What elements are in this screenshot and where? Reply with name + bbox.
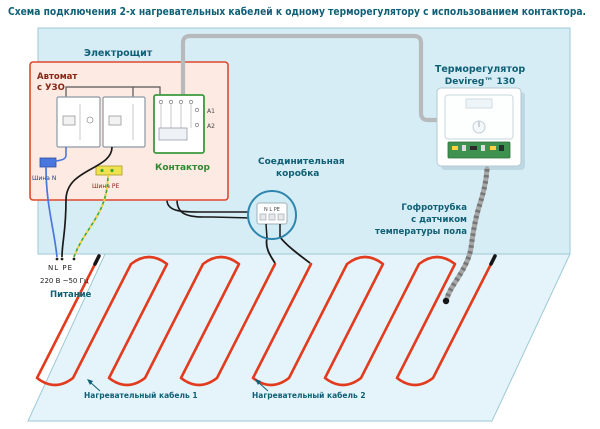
heating-cable-1-path (35, 255, 277, 387)
thermostat-name: Терморегулятор (435, 64, 526, 75)
power-label: Питание (50, 290, 92, 300)
conduit-label-1: Гофротрубка (401, 202, 467, 213)
neutral-bus (39, 157, 57, 168)
cable-2-end-seal (489, 254, 497, 266)
label-bus-n: Шина N (32, 175, 56, 182)
junction-box: N L PE (247, 190, 297, 240)
breaker-label-1: Автомат (37, 72, 77, 82)
module-to-contactor-wire (133, 86, 161, 95)
panel-title: Электрощит (84, 48, 153, 59)
rcd-body (56, 96, 101, 148)
terminal-pe (72, 257, 76, 261)
thermostat-model: Devireg™ 130 (445, 77, 515, 87)
conduit-tube (444, 166, 490, 301)
coil-terminal-a2 (194, 122, 200, 128)
module2-lever (108, 115, 122, 126)
n-feed-wire (45, 166, 58, 258)
label-bus-pe: Шина PE (92, 183, 119, 190)
thermostat (436, 87, 525, 170)
cable-1-arrow-line (89, 381, 101, 392)
module2-body (102, 96, 146, 148)
pe-bus (95, 165, 123, 176)
module-top-wiring (65, 86, 134, 97)
cable-2-label: Нагревательный кабель 2 (252, 391, 366, 400)
label-a1: A1 (207, 108, 215, 115)
rcd-test-button (86, 116, 94, 124)
rcd-lever (62, 115, 76, 126)
cable-1-end-seal (93, 254, 101, 266)
floor-sensor-tip (442, 297, 450, 305)
junction-inner-wire-1 (265, 223, 268, 239)
control-cable (180, 33, 441, 123)
contactor-coil-block (158, 127, 188, 141)
n-wire-internal (51, 147, 67, 163)
cable-2-arrow-line (257, 381, 269, 392)
thermostat-frame (444, 94, 514, 140)
junction-terminal-2 (268, 213, 276, 221)
junction-terminals-label: N L PE (264, 207, 280, 213)
contactor (153, 94, 205, 154)
pcb-components (452, 145, 504, 151)
breaker-label-2: с УЗО (37, 83, 65, 93)
contactor-label: Контактор (155, 163, 211, 173)
label-a2: A2 (207, 123, 215, 130)
sensor-conduit (442, 166, 490, 305)
terminal-n (55, 257, 59, 261)
heating-cable-2-path (251, 255, 493, 387)
junction-label-2: коробка (276, 168, 319, 179)
pe-bus-dot-2 (110, 168, 114, 173)
terminal-l (60, 257, 64, 261)
conduit-label-2: с датчиком (411, 215, 467, 225)
page-title: Схема подключения 2-х нагревательных каб… (8, 6, 586, 18)
junction-terminal-3 (277, 213, 285, 221)
floor (27, 253, 571, 422)
heating-cable-2 (251, 254, 497, 387)
thermostat-display (465, 98, 493, 109)
cable-1-arrow-head (87, 379, 93, 385)
junction-terminal-1 (259, 213, 267, 221)
pe-feed-wire (73, 174, 109, 258)
cold-leads (265, 236, 311, 264)
cable-2-arrow-head (255, 379, 261, 385)
rcd-breaker (56, 96, 101, 148)
cable-labels: Нагревательный кабель 1 Нагревательный к… (84, 379, 366, 400)
coil-terminal-a1 (194, 107, 200, 113)
power-terminals-label: NL PE (48, 264, 73, 272)
panel-internals: A1 A2 Шина N Шина PE (32, 86, 215, 190)
power-voltage-label: 220 В ~50 Гц (40, 277, 89, 285)
cold-lead-2 (279, 236, 311, 264)
breaker-module-2 (102, 96, 146, 148)
junction-label-1: Соединительная (258, 157, 345, 167)
conduit-label-3: температуры пола (375, 227, 467, 237)
power-feed: NL PE 220 В ~50 Гц Питание (40, 146, 113, 300)
heating-cable-1 (35, 254, 277, 387)
cold-lead-1 (265, 237, 276, 264)
pe-bus-dot-1 (100, 168, 104, 173)
l-feed-wire (61, 146, 113, 258)
contactor-terminals (158, 99, 194, 128)
cable-1-label: Нагревательный кабель 1 (84, 391, 198, 400)
